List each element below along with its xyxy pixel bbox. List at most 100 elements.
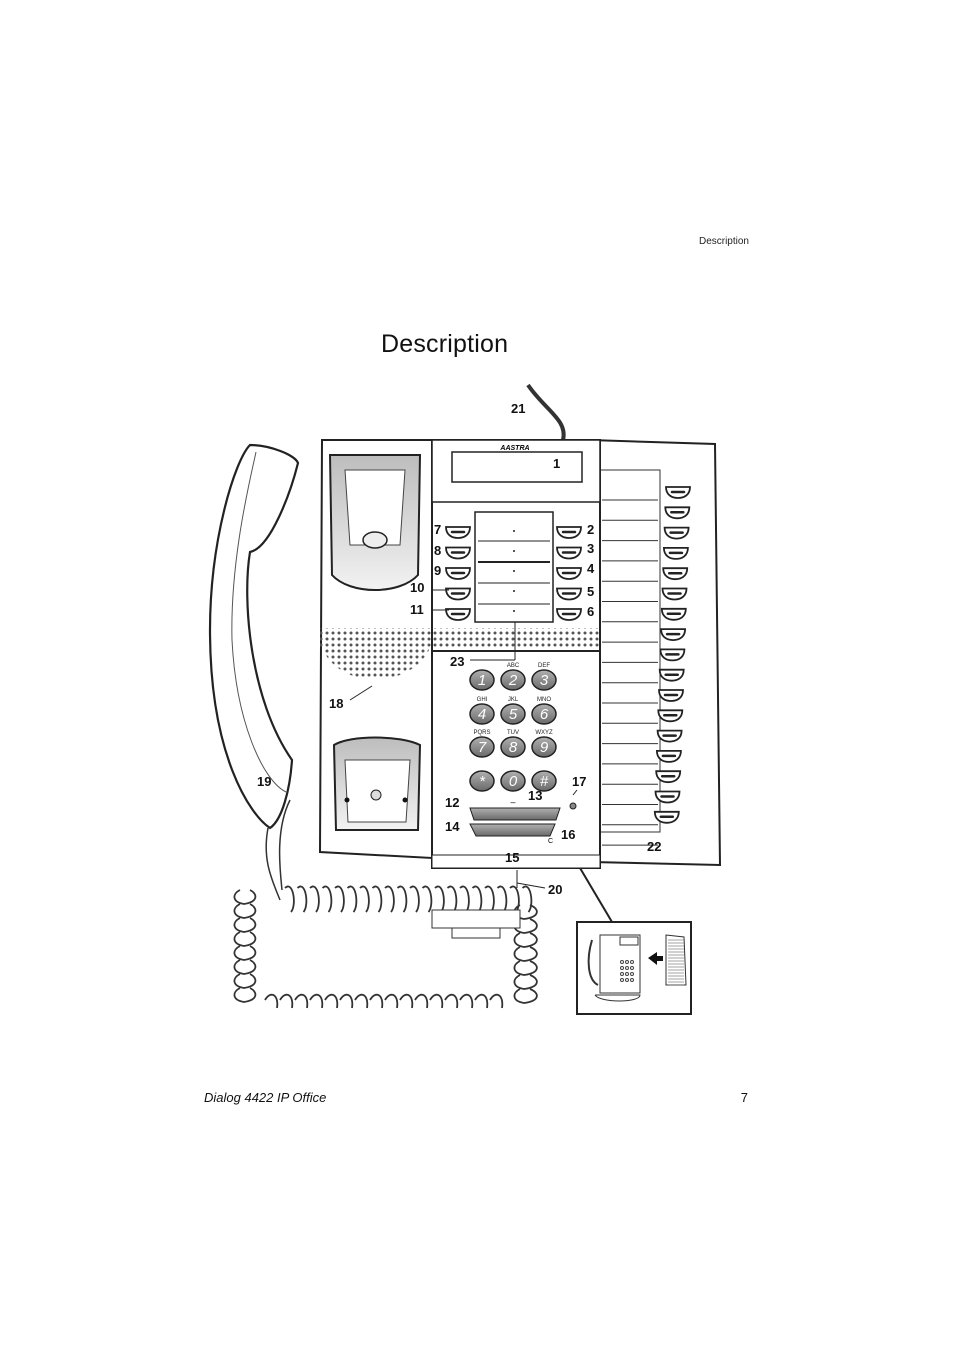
expansion-key[interactable] [662,567,689,581]
function-key-left[interactable] [445,526,471,539]
function-key-right[interactable] [556,587,582,601]
function-key-left[interactable] [445,546,471,560]
keypad-key[interactable]: * [469,770,495,792]
callout-8: 8 [434,543,441,558]
keypad-letters: DEF [538,663,550,669]
keypad-digit: * [479,773,486,790]
keypad-digit: 5 [509,706,518,723]
expansion-key[interactable] [653,810,680,824]
message-lamp [569,802,577,810]
callout-16: 16 [561,827,575,842]
callout-2: 2 [587,522,594,537]
keypad-key[interactable]: 1 [469,669,495,691]
keypad-key[interactable]: 6 MNO [531,697,557,725]
callout-12: 12 [445,795,459,810]
speaker-headset-clear-bar [469,823,556,837]
function-key-right[interactable] [556,526,582,539]
expansion-key[interactable] [661,587,688,601]
expansion-key[interactable] [655,770,682,784]
callout-3: 3 [587,541,594,556]
keypad-digit: 0 [509,773,518,790]
callout-22: 22 [647,839,661,854]
keypad-digit: 7 [478,739,487,756]
keypad-letters: WXYZ [535,730,553,736]
function-key-label-card [474,511,554,623]
expansion-key[interactable] [658,689,684,702]
keypad-digit: 9 [540,739,549,756]
footer-page-number: 7 [740,1090,748,1105]
expansion-key[interactable] [658,668,685,682]
callout-11: 11 [410,602,424,617]
keypad-key[interactable]: 9 WXYZ [531,730,557,758]
callout-5: 5 [587,584,594,599]
keypad-digit: 2 [508,672,518,689]
keypad-digit: 1 [478,672,486,689]
page-title: Description [381,330,509,358]
callout-10: 10 [410,580,424,595]
expansion-key[interactable] [665,486,691,499]
function-key-left[interactable] [445,567,471,580]
keypad-key[interactable]: # [531,770,557,792]
expansion-key[interactable] [662,547,689,560]
keypad-digit: 4 [478,706,486,723]
function-key-right[interactable] [556,567,582,580]
keypad-key[interactable]: 7 PQRS [469,730,495,758]
keypad-key[interactable]: 4 GHI [469,697,495,725]
speaker-grill [320,628,600,648]
callout-18: 18 [329,696,343,711]
keypad-letters: TUV [507,730,519,736]
handset [208,443,300,830]
volume-minus-label: – [510,797,515,807]
keypad-key[interactable]: 3 DEF [531,663,557,691]
function-key-right[interactable] [556,546,582,560]
callout-9: 9 [434,563,441,578]
callout-19: 19 [257,774,271,789]
callout-13: 13 [528,788,542,803]
callout-14: 14 [445,819,460,834]
volume-bar [469,807,561,821]
keypad-letters: JKL [508,697,519,703]
callout-15: 15 [505,850,519,865]
callout-6: 6 [587,604,594,619]
keypad-digit: 6 [540,706,549,723]
function-key-left[interactable] [445,608,471,621]
expansion-key[interactable] [660,607,687,621]
expansion-key[interactable] [660,628,687,642]
callout-1: 1 [553,456,560,471]
keypad-key[interactable]: 0 [500,770,526,792]
expansion-key[interactable] [656,729,683,743]
keypad-key[interactable]: 2 ABC [500,663,526,691]
callout-21: 21 [511,401,525,416]
hook-switch [362,531,388,549]
callout-20: 20 [548,882,562,897]
keypad-letters: PQRS [473,730,490,736]
footer-product: Dialog 4422 IP Office [204,1090,327,1105]
keypad-letters: ABC [507,663,520,669]
expansion-key[interactable] [659,648,686,662]
callout-23: 23 [450,654,464,669]
expansion-key[interactable] [664,506,691,520]
function-key-right[interactable] [556,608,582,621]
expansion-key[interactable] [657,709,684,723]
brand-logo: AASTRA [499,445,529,452]
function-key-left[interactable] [445,587,471,601]
expansion-key[interactable] [654,790,681,804]
expansion-key[interactable] [663,526,690,540]
running-header: Description [698,236,749,247]
network-cable [526,383,566,441]
keypad-letters: GHI [477,697,488,703]
expansion-key[interactable] [655,750,682,763]
display [451,451,583,483]
keypad-letters: MNO [537,697,551,703]
clear-label: C [548,838,553,845]
keypad-key[interactable]: 5 JKL [500,697,526,725]
keypad-digit: 3 [540,672,549,689]
callout-4: 4 [587,561,595,576]
arrow-icon [648,952,663,965]
keypad-digit: # [540,773,549,790]
callout-7: 7 [434,522,441,537]
callout-17: 17 [572,774,586,789]
keypad-key[interactable]: 8 TUV [500,730,526,758]
keypad-digit: 8 [509,739,518,756]
